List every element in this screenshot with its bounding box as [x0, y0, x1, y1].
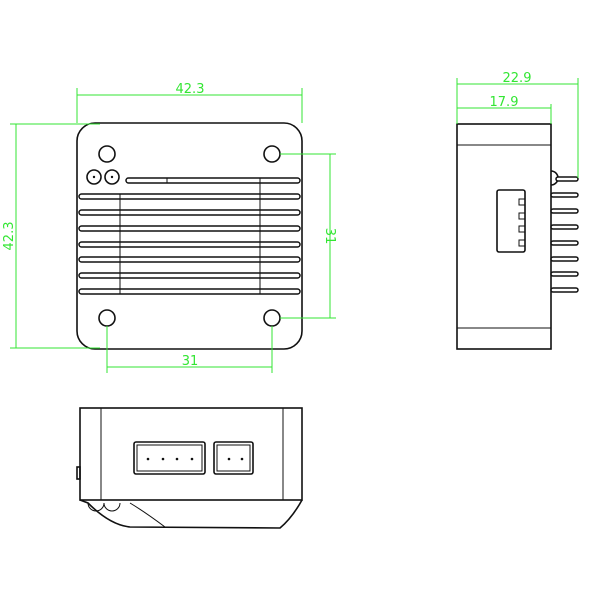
dimension-side-body-depth: 17.9: [490, 95, 519, 110]
side-tab: [76, 466, 81, 480]
bottom-view: [76, 407, 303, 529]
dimension-hole-spacing-horizontal: 31: [182, 354, 199, 369]
side-connector: [496, 189, 526, 253]
front-view: 42.3 42.3 31 31: [2, 82, 337, 373]
four-pin-connector: [133, 441, 206, 475]
mounting-hole: [98, 145, 116, 163]
heatsink-profile: [79, 499, 303, 529]
side-view: 22.9 17.9: [456, 71, 579, 350]
indicator-led: [86, 169, 102, 185]
indicator-led: [104, 169, 120, 185]
two-pin-connector: [213, 441, 254, 475]
heatsink-fins: [78, 178, 301, 295]
mounting-hole: [263, 309, 281, 327]
dimension-front-width: 42.3: [176, 82, 205, 97]
heatsink-fin: [125, 177, 301, 184]
front-housing-outline: [76, 122, 303, 350]
bottom-housing-outline: [79, 407, 303, 501]
side-fins: [550, 176, 579, 293]
dimension-front-height: 42.3: [2, 222, 17, 251]
dimension-hole-spacing-vertical: 31: [322, 228, 337, 245]
mounting-hole: [263, 145, 281, 163]
mounting-hole: [98, 309, 116, 327]
side-housing-outline: [456, 123, 552, 350]
dimension-side-total-depth: 22.9: [503, 71, 532, 86]
